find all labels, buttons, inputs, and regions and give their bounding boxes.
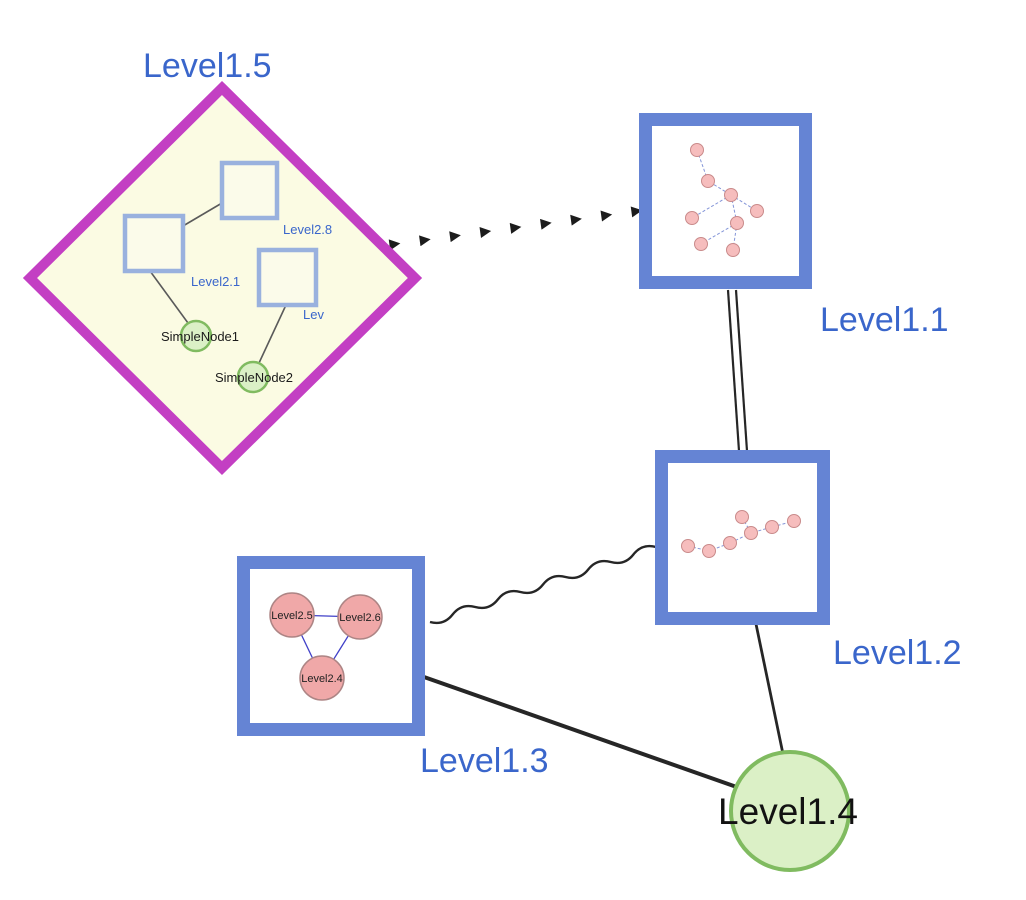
level1-2-mini-graph (681, 510, 801, 558)
double-edge-line-1[interactable] (726, 289, 741, 452)
level1-1-label[interactable]: Level1.1 (820, 301, 949, 339)
edge-level13-to-level14[interactable] (423, 675, 749, 793)
node-level2-4[interactable] (299, 655, 345, 701)
mini-node[interactable] (681, 539, 695, 553)
node-level1-2: Level1.2 (655, 450, 962, 672)
edge-level12-to-level14[interactable] (754, 623, 785, 755)
level1-4-label[interactable]: Level1.4 (718, 791, 858, 832)
mini-node[interactable] (690, 143, 704, 157)
node-level1-3: Level2.5 Level2.6 Level2.4 Level1.3 (237, 556, 549, 780)
edge-level11-to-level12[interactable] (726, 289, 749, 452)
level1-1-border[interactable] (639, 113, 812, 289)
level1-1-mini-graph (685, 143, 764, 257)
level1-2-border[interactable] (655, 450, 830, 625)
mini-node[interactable] (724, 188, 738, 202)
level2-4-label[interactable]: Level2.4 (301, 673, 343, 685)
level1-3-label[interactable]: Level1.3 (420, 742, 549, 780)
mini-node[interactable] (694, 237, 708, 251)
node-level2-6[interactable] (337, 594, 383, 640)
level2-6-label[interactable]: Level2.6 (339, 612, 381, 624)
level2-truncated-label[interactable]: Lev (303, 307, 324, 322)
edge-level21-to-level28 (182, 202, 223, 227)
mini-node[interactable] (702, 544, 716, 558)
mini-node[interactable] (735, 510, 749, 524)
level1-4-circle[interactable] (729, 750, 851, 872)
simplenode1-label[interactable]: SimpleNode1 (161, 329, 239, 344)
mini-node[interactable] (701, 174, 715, 188)
level1-5-diamond-shape[interactable] (22, 80, 423, 476)
mini-node[interactable] (765, 520, 779, 534)
level2-5-label[interactable]: Level2.5 (271, 610, 313, 622)
arrowhead-dash-edge[interactable] (388, 206, 643, 251)
node-simplenode1[interactable] (179, 319, 213, 353)
mini-node[interactable] (730, 216, 744, 230)
node-simplenode2[interactable] (236, 360, 270, 394)
edge-level21-to-simplenode1 (149, 270, 189, 324)
level1-5-label[interactable]: Level1.5 (143, 47, 272, 85)
mini-edge (691, 194, 732, 219)
mini-node[interactable] (787, 514, 801, 528)
edge-level13-to-level12-wavy[interactable] (429, 544, 657, 625)
edge-lev-to-simplenode2 (258, 304, 287, 364)
mini-node[interactable] (744, 526, 758, 540)
mini-node[interactable] (723, 536, 737, 550)
node-level1-4: Level1.4 (718, 750, 858, 872)
node-level2-truncated[interactable] (256, 247, 319, 308)
double-edge-line-2[interactable] (734, 289, 749, 452)
node-level2-5[interactable] (269, 592, 315, 638)
node-level1-1: Level1.1 (639, 113, 949, 339)
node-level2-8[interactable] (219, 160, 280, 221)
level2-1-label[interactable]: Level2.1 (191, 274, 240, 289)
node-level1-5: Level1.5 Level2.8 Level2.1 Lev SimpleNod… (22, 47, 423, 476)
mini-edge (696, 149, 758, 212)
mini-node[interactable] (750, 204, 764, 218)
level2-8-label[interactable]: Level2.8 (283, 222, 332, 237)
simplenode2-label[interactable]: SimpleNode2 (215, 370, 293, 385)
mini-node[interactable] (726, 243, 740, 257)
edge-level15-to-level11[interactable] (388, 206, 643, 251)
mini-node[interactable] (685, 211, 699, 225)
node-level2-1[interactable] (122, 213, 186, 274)
level1-3-border[interactable] (237, 556, 425, 736)
level1-2-label[interactable]: Level1.2 (833, 634, 962, 672)
